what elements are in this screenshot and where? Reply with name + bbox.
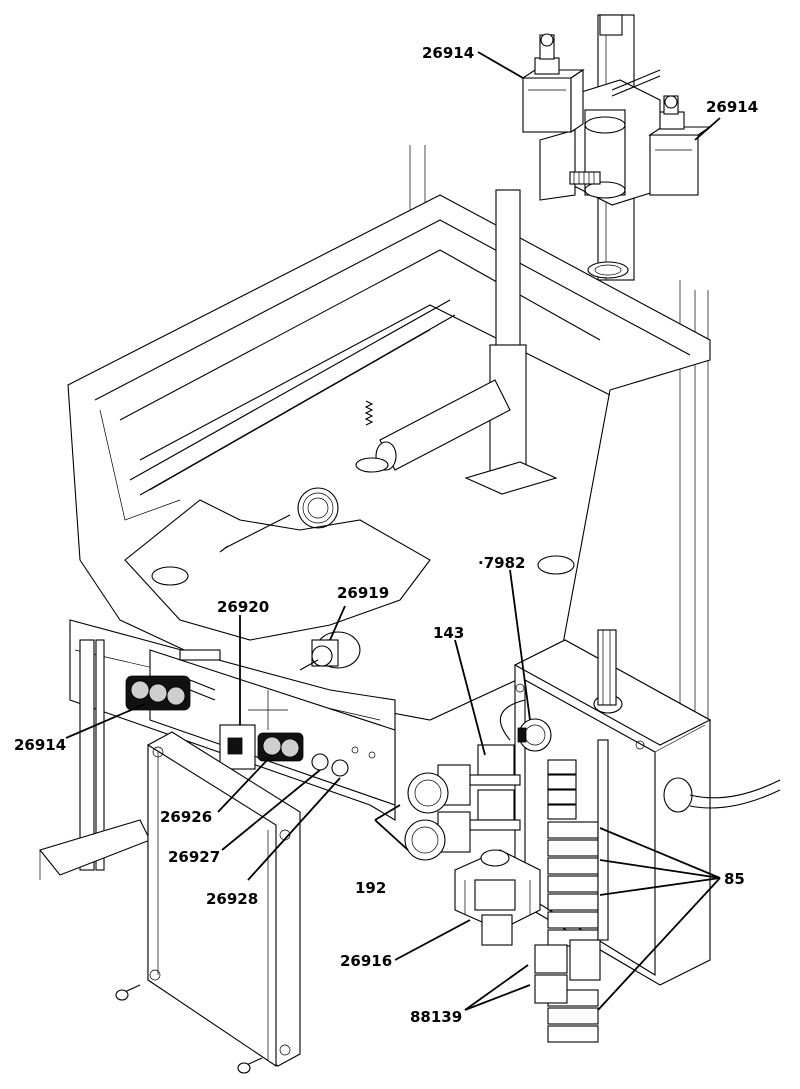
thermostat-knob-7982 <box>517 718 552 752</box>
callout-192: 192 <box>355 879 386 897</box>
limit-switch-left <box>521 33 585 134</box>
leader-lines <box>65 51 721 1011</box>
timer-26916 <box>454 849 541 946</box>
callout-26916: 26916 <box>340 952 392 970</box>
callout-26914-top-left: 26914 <box>422 44 474 62</box>
callout-26928: 26928 <box>206 890 258 908</box>
callout-143: 143 <box>433 624 464 642</box>
terminal-blocks-85 <box>547 739 609 1043</box>
callout-85: 85 <box>724 870 745 888</box>
rotary-selector-26919 <box>299 631 361 671</box>
relays-143 <box>437 744 521 853</box>
callout-26927: 26927 <box>168 848 220 866</box>
electrical-box <box>500 629 781 986</box>
front-switch-panel <box>125 649 396 806</box>
relays-88139 <box>534 939 601 1004</box>
callout-7982: ·7982 <box>478 554 525 572</box>
callout-26914-top-right: 26914 <box>706 98 758 116</box>
callout-26914-left: 26914 <box>14 736 66 754</box>
callout-26920: 26920 <box>217 598 269 616</box>
dials-192 <box>404 772 449 861</box>
switch-block-left <box>125 675 216 711</box>
upper-pole-assembly <box>539 14 661 281</box>
callout-88139: 88139 <box>410 1008 462 1026</box>
callout-26926: 26926 <box>160 808 212 826</box>
callout-26919: 26919 <box>337 584 389 602</box>
limit-switch-right <box>648 95 712 196</box>
cover-plate <box>115 731 301 1074</box>
